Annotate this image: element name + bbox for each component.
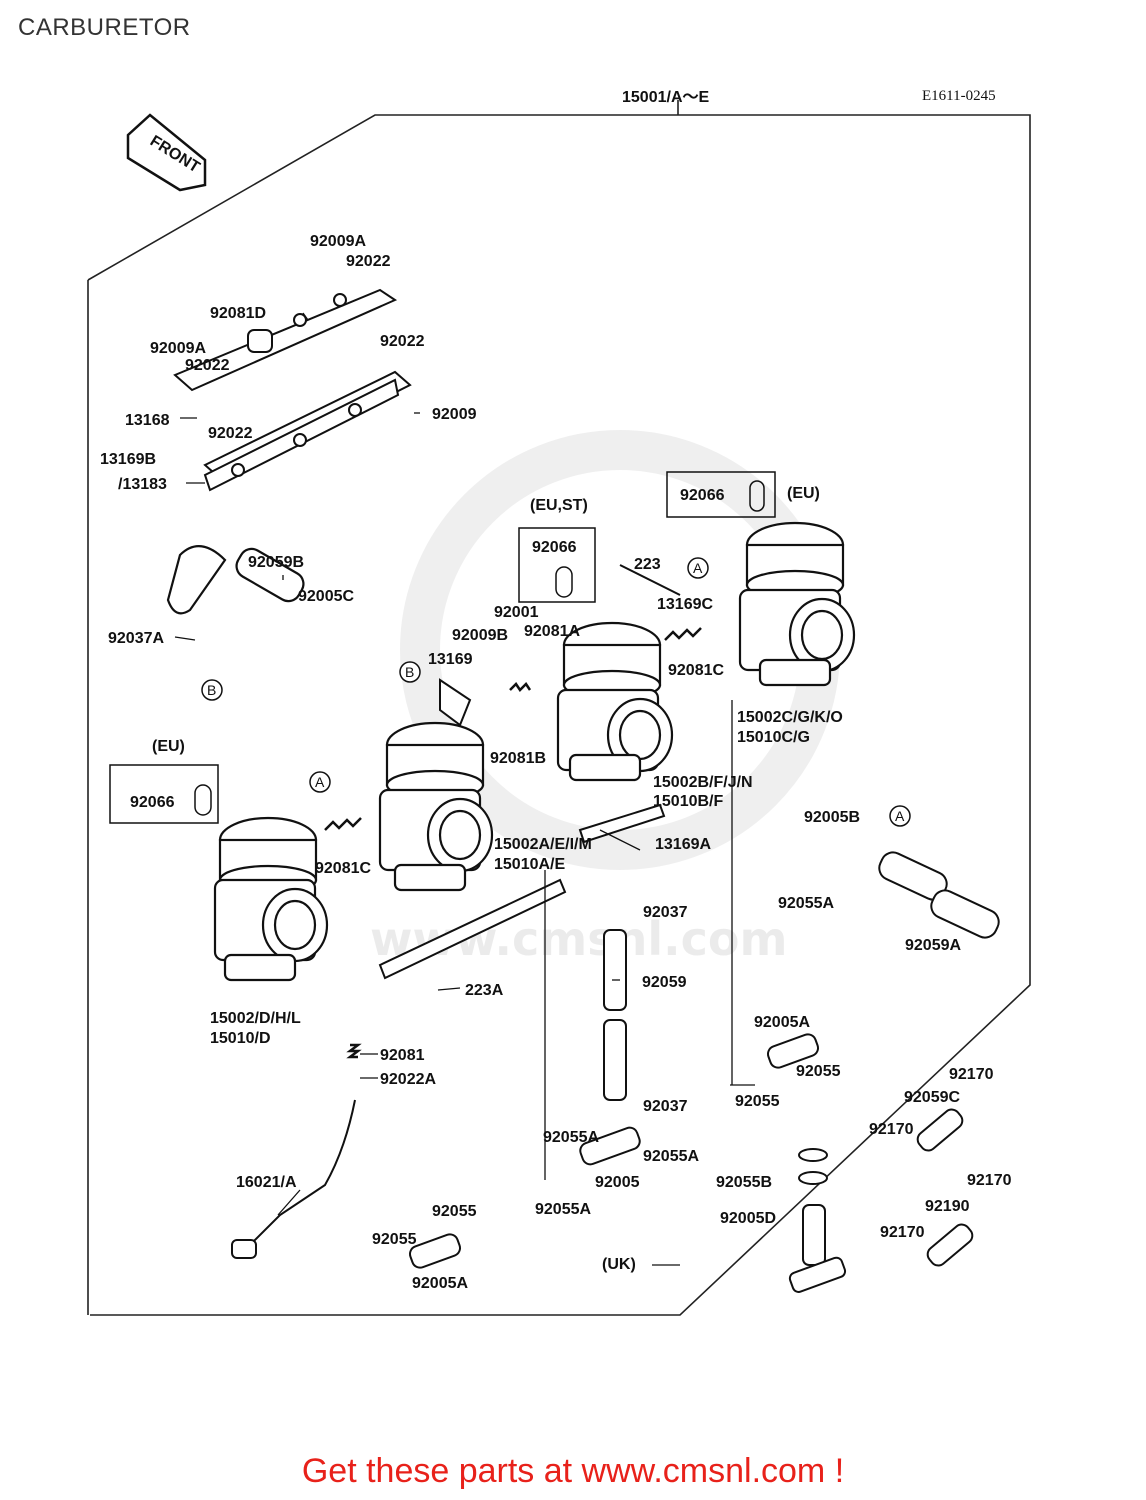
part-label: 92055 [372,1231,417,1248]
part-label: 15010A/E [494,856,565,873]
part-label: 92055A [535,1201,591,1218]
part-label: 92081D [210,305,266,322]
page-title: CARBURETOR [18,14,191,41]
part-label: 92190 [925,1198,970,1215]
part-label: 15002A/E/I/M [494,836,592,853]
reference-code: E1611-0245 [922,88,996,104]
part-label: 92005A [412,1275,468,1292]
center-hoses [231,851,1000,1293]
part-label: 15002B/F/J/N [653,774,753,791]
linkage-rods [378,564,681,980]
part-label: 92170 [967,1172,1012,1189]
part-label: 13169 [428,651,473,668]
part-label: 15002/D/H/L [210,1010,301,1027]
part-label: (EU) [152,738,185,755]
part-label: 92001 [494,604,539,621]
part-label: 13169C [657,596,713,613]
part-label: 92066 [532,539,577,556]
fuel-rail-bracket [173,288,412,492]
part-label: 92055A [643,1148,699,1165]
part-label: 15010B/F [653,793,723,810]
part-label: (EU,ST) [530,497,588,514]
part-label: 92066 [130,794,175,811]
carburetor-2 [378,721,494,892]
part-label: 92170 [869,1121,914,1138]
front-arrow-icon: FRONT [126,113,207,192]
part-label: 92005 [595,1174,640,1191]
marker-b: B [207,682,216,698]
part-label: 223A [465,982,504,999]
carburetor-1 [213,816,329,982]
part-label: 13169A [655,836,711,853]
part-label: 92081A [524,623,580,640]
part-label: 92081C [668,662,724,679]
part-label: 92009 [432,406,477,423]
part-label: 92009B [452,627,508,644]
part-label: 13169B [100,451,156,468]
part-label: 92037 [643,904,688,921]
part-label: 15010C/G [737,729,810,746]
part-label: 92055 [432,1203,477,1220]
part-label: 92055 [735,1093,780,1110]
part-label: (EU) [787,485,820,502]
marker-a: A [895,808,905,824]
part-label: 92059 [642,974,687,991]
part-label: 92022 [346,253,391,270]
part-label: 92009A [310,233,366,250]
part-label: 92055B [716,1174,772,1191]
part-label: 92022 [380,333,425,350]
part-label: 92009A [150,340,206,357]
part-label: 92022 [208,425,253,442]
part-label: 92037 [643,1098,688,1115]
part-label: 92059C [904,1089,960,1106]
part-label: /13183 [118,476,167,493]
part-label: 92170 [880,1224,925,1241]
part-label: 92055A [543,1129,599,1146]
springs [324,627,702,1059]
part-label: 223 [634,556,661,573]
part-label: 92081 [380,1047,425,1064]
part-label: 92055 [796,1063,841,1080]
part-label: 15010/D [210,1030,271,1047]
part-label: 92005B [804,809,860,826]
part-label: (UK) [602,1256,636,1273]
carburetor-4 [738,521,856,687]
boxed-parts [109,471,776,824]
watermark-text: www.cmsnl.com [370,912,787,966]
part-label: 92037A [108,630,164,647]
marker-a: A [693,560,703,576]
assembly-frame [87,100,1031,1316]
callout-markers: A A A B B [201,557,911,827]
part-label: 92081C [315,860,371,877]
hose-92059B [166,545,305,615]
shop-link[interactable]: Get these parts at www.cmsnl.com ! [301,1452,845,1490]
part-label: 92022A [380,1071,436,1088]
part-labels: 15001/A～E E1611-0245 92009A 92022 92081D… [100,88,1012,1292]
part-label: 15002C/G/K/O [737,709,843,726]
assembly-number: 15001/A～E [622,89,709,106]
part-label: 16021/A [236,1174,297,1191]
carburetor-3 [556,621,674,782]
part-label: 13168 [125,412,170,429]
part-label: 92055A [778,895,834,912]
part-label: 92081B [490,750,546,767]
part-label: 92066 [680,487,725,504]
part-label: 92005C [298,588,354,605]
part-label: 92059A [905,937,961,954]
part-label: 92170 [949,1066,994,1083]
marker-b: B [405,664,414,680]
part-label: 92059B [248,554,304,571]
leader-lines [174,312,755,1266]
part-label: 92005D [720,1210,776,1227]
part-label: 92005A [754,1014,810,1031]
part-label: 92022 [185,357,230,374]
marker-a: A [315,774,325,790]
